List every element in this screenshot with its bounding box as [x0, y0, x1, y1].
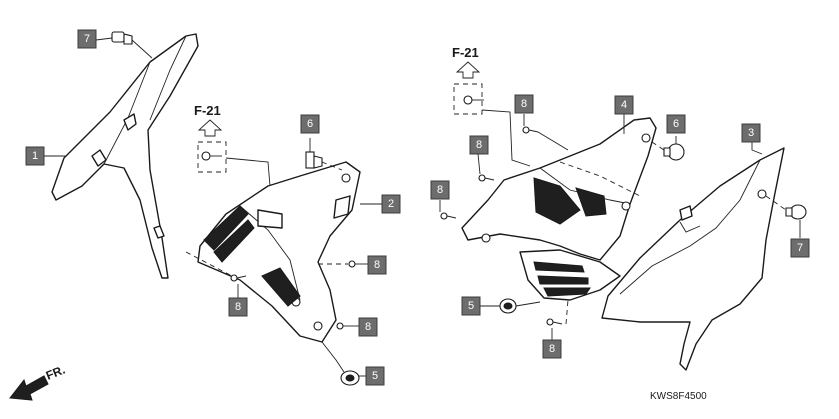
callout-2-label: 2	[388, 198, 394, 210]
callout-7-left-label: 7	[84, 33, 90, 45]
callout-8-right-left-label: 8	[437, 184, 443, 196]
diagram-code: KWS8F4500	[650, 391, 707, 402]
part-3-side-cover	[601, 147, 785, 371]
fastener-6-right	[651, 141, 685, 161]
part-1-front-panel	[51, 33, 199, 279]
callout-8-left-upper-label: 8	[374, 259, 380, 271]
callout-8-right-bottom: 8	[542, 339, 562, 359]
callout-6-right-label: 6	[673, 118, 679, 130]
callout-6-right: 6	[666, 114, 686, 134]
callout-8-left-lower: 8	[358, 317, 378, 337]
callout-8-right-left: 8	[430, 180, 450, 200]
part-4-inner-cover	[461, 117, 657, 261]
reference-label-right: F-21	[452, 45, 479, 60]
callout-8-right-mid: 8	[469, 135, 489, 155]
f21-reference-right: F-21	[452, 45, 531, 167]
screw-8-left-b	[318, 260, 364, 268]
screw-8-right-a	[522, 126, 569, 151]
grommet-5-left	[321, 341, 360, 386]
callout-4: 4	[614, 95, 634, 115]
callout-5-right-label: 5	[468, 300, 474, 312]
callout-6-left-label: 6	[307, 118, 313, 130]
callout-8-right-bottom-label: 8	[549, 343, 555, 355]
screw-8-right-c	[440, 212, 457, 220]
callout-5-left-label: 5	[372, 370, 378, 382]
front-direction-label: FR.	[44, 363, 67, 383]
callout-5-left: 5	[365, 366, 385, 386]
screw-8-right-b	[478, 174, 495, 182]
part-2-inner-panel	[197, 161, 361, 343]
fastener-7-left	[111, 31, 153, 59]
callout-7-left: 7	[77, 29, 97, 49]
fastener-7-right	[765, 195, 807, 220]
part-lower-inner-panel	[519, 249, 621, 301]
f21-reference-left: F-21	[194, 103, 271, 187]
callout-8-right-top: 8	[514, 94, 534, 114]
callout-4-label: 4	[621, 99, 627, 111]
leader-lines	[44, 37, 801, 377]
callout-8-right-top-label: 8	[521, 98, 527, 110]
reference-label-left: F-21	[194, 103, 221, 118]
screw-8-right-d	[546, 299, 569, 326]
callout-1: 1	[25, 146, 45, 166]
callout-5-right: 5	[461, 296, 481, 316]
screw-8-left-a	[185, 251, 247, 282]
grommet-5-right	[499, 298, 541, 314]
front-direction-arrow: FR.	[9, 363, 67, 401]
callout-8-left-upper: 8	[367, 255, 387, 275]
callout-8-left-lower-label: 8	[365, 321, 371, 333]
callout-3-label: 3	[748, 127, 754, 139]
screw-8-left-c	[336, 322, 352, 330]
callout-8-right-mid-label: 8	[476, 139, 482, 151]
callout-1-label: 1	[32, 150, 38, 162]
callout-8-left-bottom: 8	[228, 297, 248, 317]
callout-8-left-bottom-label: 8	[235, 301, 241, 313]
callout-7-right-label: 7	[797, 242, 803, 254]
callout-7-right: 7	[790, 238, 810, 258]
callout-2: 2	[381, 194, 401, 214]
callout-6-left: 6	[300, 114, 320, 134]
callout-3: 3	[741, 123, 761, 143]
